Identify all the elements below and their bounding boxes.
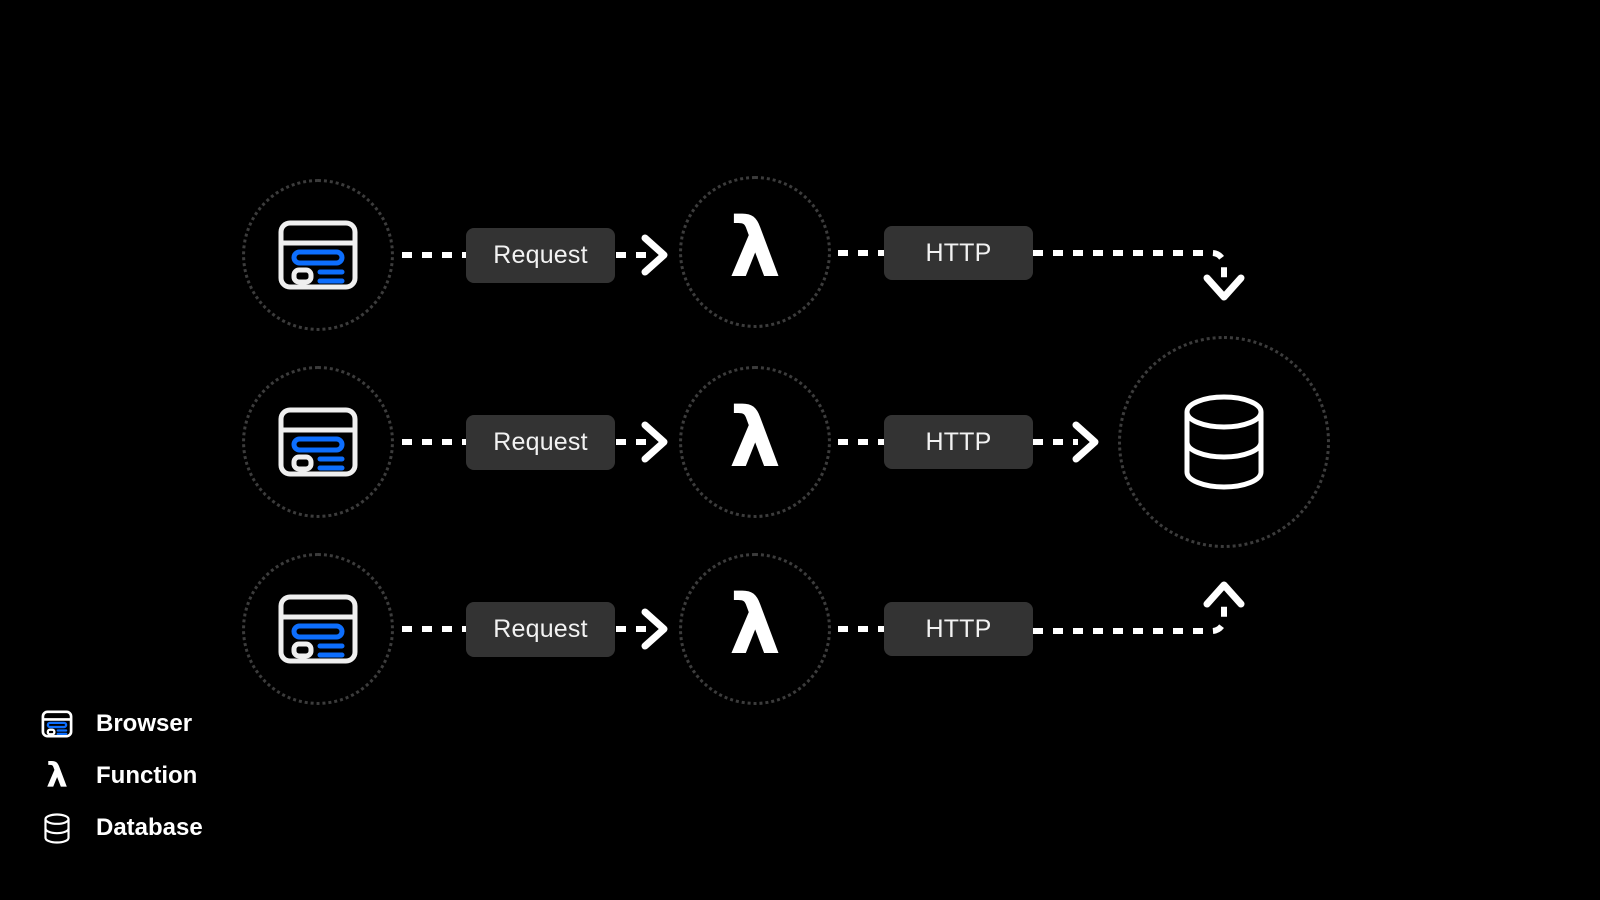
legend-label-function: Function bbox=[96, 762, 198, 789]
legend-label-database: Database bbox=[96, 814, 203, 841]
http-badge-label: HTTP bbox=[925, 614, 992, 643]
arrow-head-database-row2 bbox=[1072, 421, 1099, 463]
arrow-head-database-up-row3 bbox=[1203, 581, 1245, 608]
legend-label-browser: Browser bbox=[96, 710, 193, 737]
wire-http-to-database-row1 bbox=[1033, 250, 1227, 282]
legend-item-function: λ Function bbox=[40, 750, 340, 802]
request-badge-row3[interactable]: Request bbox=[466, 602, 615, 657]
request-badge-label: Request bbox=[493, 428, 588, 456]
lambda-icon: λ bbox=[729, 578, 781, 673]
browser-icon bbox=[278, 594, 358, 664]
arrow-head-request-row2 bbox=[641, 421, 668, 463]
arrow-head-request-row3 bbox=[641, 608, 668, 650]
browser-node-row1[interactable] bbox=[242, 179, 394, 331]
legend-item-browser: Browser bbox=[40, 698, 340, 750]
request-badge-row1[interactable]: Request bbox=[466, 228, 615, 283]
http-badge-label: HTTP bbox=[925, 427, 992, 456]
legend: Browser λ Function Database bbox=[40, 698, 340, 854]
arrow-head-database-down-row1 bbox=[1203, 274, 1245, 301]
browser-node-row2[interactable] bbox=[242, 366, 394, 518]
request-badge-row2[interactable]: Request bbox=[466, 415, 615, 470]
legend-item-database: Database bbox=[40, 802, 340, 854]
browser-icon bbox=[278, 220, 358, 290]
function-node-row2[interactable]: λ bbox=[679, 366, 831, 518]
lambda-glyph: λ bbox=[46, 756, 68, 796]
function-node-row3[interactable]: λ bbox=[679, 553, 831, 705]
request-badge-label: Request bbox=[493, 241, 588, 269]
http-badge-label: HTTP bbox=[925, 238, 992, 267]
lambda-icon: λ bbox=[729, 201, 781, 296]
database-node[interactable] bbox=[1118, 336, 1330, 548]
wire-http-to-database-row3 bbox=[1033, 600, 1227, 634]
browser-icon bbox=[40, 707, 74, 741]
request-badge-label: Request bbox=[493, 615, 588, 643]
lambda-icon: λ bbox=[729, 391, 781, 486]
lambda-icon: λ bbox=[40, 759, 74, 793]
http-badge-row2[interactable]: HTTP bbox=[884, 415, 1033, 469]
http-badge-row1[interactable]: HTTP bbox=[884, 226, 1033, 280]
browser-node-row3[interactable] bbox=[242, 553, 394, 705]
http-badge-row3[interactable]: HTTP bbox=[884, 602, 1033, 656]
database-icon bbox=[40, 811, 74, 845]
browser-icon bbox=[278, 407, 358, 477]
database-icon bbox=[1184, 394, 1264, 490]
function-node-row1[interactable]: λ bbox=[679, 176, 831, 328]
arrow-head-request-row1 bbox=[641, 234, 668, 276]
